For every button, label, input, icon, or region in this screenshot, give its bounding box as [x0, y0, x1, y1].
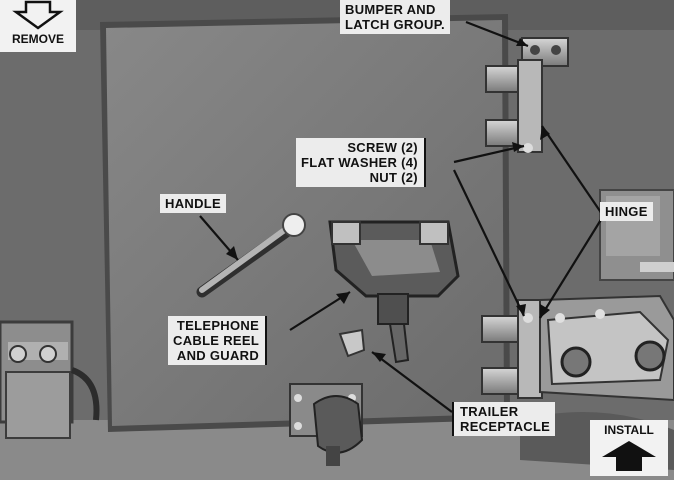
callout-screw: SCREW (2) [347, 140, 418, 155]
callout-telephone-line2: CABLE REEL [173, 333, 260, 348]
handle-part [196, 213, 306, 298]
callout-nut: NUT (2) [369, 170, 418, 185]
callout-trailer-line1: TRAILER [460, 404, 519, 419]
callout-flat-washer: FLAT WASHER (4) [301, 155, 418, 170]
callout-bumper-latch-line2: LATCH GROUP. [345, 17, 445, 32]
callout-bumper-latch: BUMPER AND LATCH GROUP. [340, 0, 450, 34]
callout-bumper-latch-line1: BUMPER AND [345, 2, 436, 17]
install-label: INSTALL [604, 423, 654, 437]
lower-hinge-part [481, 299, 543, 399]
arrow-up-solid-icon [602, 441, 656, 471]
left-latch-hardware [0, 320, 100, 439]
arrow-down-outline-icon [12, 0, 64, 30]
remove-command: REMOVE [0, 0, 76, 52]
callout-trailer-line2: RECEPTACLE [460, 419, 551, 434]
telephone-reel-part [328, 220, 460, 364]
callout-telephone-reel: TELEPHONE CABLE REEL AND GUARD [168, 316, 268, 365]
callout-fasteners: SCREW (2) FLAT WASHER (4) NUT (2) [296, 138, 426, 187]
leader-arrowheads [226, 38, 550, 362]
callout-handle: HANDLE [160, 194, 226, 213]
callout-telephone-line3: AND GUARD [176, 348, 260, 363]
remove-label: REMOVE [11, 32, 64, 46]
callout-telephone-line1: TELEPHONE [176, 318, 260, 333]
callout-trailer-receptacle: TRAILER RECEPTACLE [452, 402, 556, 436]
leader-lines [199, 20, 603, 413]
trailer-receptacle-part [289, 383, 364, 466]
upper-hinge-part [485, 59, 543, 153]
install-command: INSTALL [590, 420, 668, 476]
callout-hinge: HINGE [600, 202, 653, 221]
